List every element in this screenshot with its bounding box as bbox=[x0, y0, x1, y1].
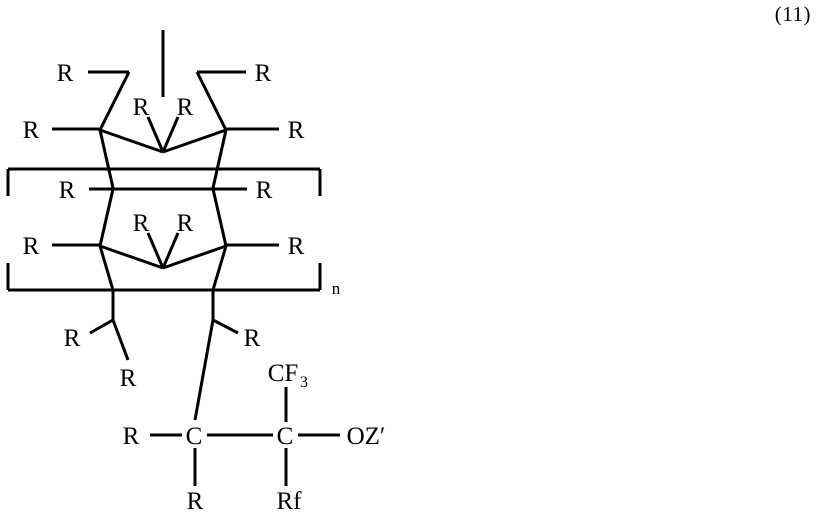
atom-label-r-bottom-right: R bbox=[244, 325, 261, 352]
repeat-unit-subscript: n bbox=[332, 279, 341, 298]
bond-ring-right-down-1 bbox=[211, 129, 228, 189]
bond-to-chain-c1 bbox=[193, 319, 215, 421]
atom-label-c-chain-2: C bbox=[277, 423, 294, 450]
bond-ring2-left-down bbox=[98, 245, 115, 291]
atom-label-cf3-main: CF bbox=[268, 360, 299, 387]
bond-inner-r-midright bbox=[161, 232, 180, 269]
atom-label-r-bottom-left: R bbox=[64, 325, 81, 352]
atom-label-r-upper-right: R bbox=[288, 117, 305, 144]
bond-top-ring-left bbox=[98, 71, 131, 131]
bond-bridge-right-bottom bbox=[162, 244, 227, 270]
atom-label-c-chain-1: C bbox=[186, 423, 203, 450]
equation-number: (11) bbox=[774, 2, 811, 26]
bond-inner-r-topleft bbox=[146, 116, 165, 153]
bond-inner-r-topright bbox=[161, 116, 180, 153]
atom-label-r-lower-left: R bbox=[23, 233, 40, 260]
atom-label-r-bottom-left-2: R bbox=[120, 365, 137, 392]
atom-labels: R R R R R R R R R R R R R R R R C C OZ′ … bbox=[23, 60, 386, 512]
atom-label-r-inner-top-left: R bbox=[133, 94, 150, 121]
bond-ring2-right-down bbox=[211, 245, 228, 291]
atom-label-rf-group: Rf bbox=[277, 488, 303, 512]
atom-label-r-top-left: R bbox=[57, 60, 74, 87]
atom-label-cf3-subscript: 3 bbox=[300, 374, 308, 391]
atom-label-oz-prime: OZ′ bbox=[347, 423, 386, 450]
atom-label-r-mid-left: R bbox=[59, 177, 76, 204]
bond-ring-left-down-1 bbox=[98, 129, 115, 189]
atom-label-r-mid-right: R bbox=[256, 177, 273, 204]
atom-label-r-chain-down: R bbox=[187, 488, 204, 512]
bond-bridge-left-bottom bbox=[99, 244, 164, 270]
atom-label-r-lower-right: R bbox=[288, 233, 305, 260]
bond-ring2-left-up bbox=[98, 188, 115, 247]
bond-bridge-right-top bbox=[162, 128, 227, 154]
bond-top-ring-right bbox=[195, 71, 228, 131]
bond-r-bottomleft bbox=[89, 318, 114, 335]
bond-bridge-left-top bbox=[99, 128, 164, 154]
bond-inner-r-midleft bbox=[146, 232, 165, 269]
bond-ring2-right-up bbox=[211, 188, 228, 247]
bond-lines bbox=[6, 30, 340, 486]
atom-label-r-inner-mid-right: R bbox=[177, 210, 194, 237]
atom-label-r-inner-top-right: R bbox=[177, 94, 194, 121]
bond-r-bottomright bbox=[212, 318, 239, 335]
atom-label-r-top-right: R bbox=[255, 60, 272, 87]
bond-r-bottomleft2 bbox=[111, 319, 130, 361]
atom-label-r-upper-left: R bbox=[23, 117, 40, 144]
atom-label-r-chain-left: R bbox=[123, 423, 140, 450]
atom-label-r-inner-mid-left: R bbox=[133, 210, 150, 237]
